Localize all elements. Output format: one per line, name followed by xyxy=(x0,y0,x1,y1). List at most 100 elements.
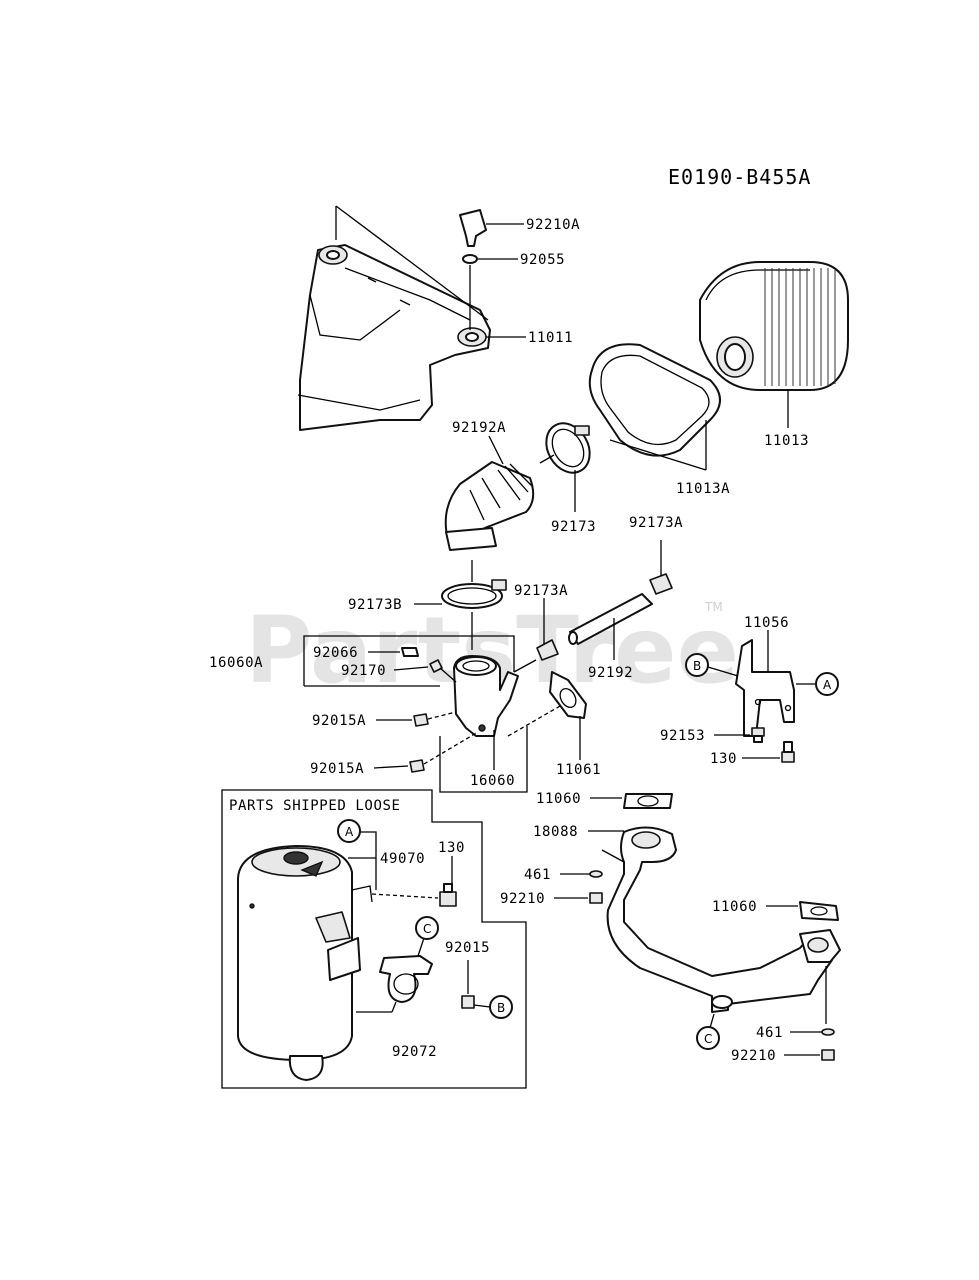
washer-461-2[interactable] xyxy=(821,1028,835,1036)
label-92066: 92066 xyxy=(313,645,358,661)
label-92173a-upper: 92173A xyxy=(629,515,683,531)
clamp-92072[interactable] xyxy=(379,955,433,1003)
clamp-92173a-mid[interactable] xyxy=(536,639,559,661)
air-cleaner-cover[interactable] xyxy=(297,244,491,431)
label-92055: 92055 xyxy=(520,252,565,268)
clamp-92173a-upper[interactable] xyxy=(649,573,673,595)
ref-a-muffler: A xyxy=(345,825,354,839)
ref-b-nut: B xyxy=(497,1001,505,1015)
label-92210a: 92210A xyxy=(526,217,580,233)
label-92192: 92192 xyxy=(588,665,633,681)
label-461-2: 461 xyxy=(756,1025,783,1041)
label-92153: 92153 xyxy=(660,728,705,744)
leader-cover-2 xyxy=(335,205,489,321)
nut-92210-2[interactable] xyxy=(821,1049,835,1061)
loose-parts-box xyxy=(221,789,527,1089)
label-130-bracket: 130 xyxy=(710,751,737,767)
assembly-bracket-bottom xyxy=(439,726,528,793)
label-11060-1: 11060 xyxy=(536,791,581,807)
ref-circle-a-bracket xyxy=(815,672,839,696)
dash-92015a-1 xyxy=(427,711,457,720)
leader-ref-c-pipe xyxy=(709,1013,715,1029)
label-92192a: 92192A xyxy=(452,420,506,436)
intake-elbow-hose[interactable] xyxy=(444,461,535,551)
label-11013a: 11013A xyxy=(676,481,730,497)
label-11056: 11056 xyxy=(744,615,789,631)
label-49070: 49070 xyxy=(380,851,425,867)
ref-circle-c-clamp xyxy=(415,916,439,940)
label-92072: 92072 xyxy=(392,1044,437,1060)
muffler-49070[interactable] xyxy=(237,845,373,1081)
label-461-1: 461 xyxy=(524,867,551,883)
leader-ref-c-clamp xyxy=(417,937,425,957)
watermark-tm: TM xyxy=(704,600,723,614)
label-130-loose: 130 xyxy=(438,840,465,856)
ref-c-clamp: C xyxy=(423,922,431,936)
breather-hose-92192[interactable] xyxy=(568,593,653,645)
ref-circle-b-bracket xyxy=(685,653,709,677)
leader-92015a-2 xyxy=(373,765,409,769)
leader-ref-b-nut xyxy=(473,1004,491,1008)
wing-nut-92210a[interactable] xyxy=(459,209,487,247)
ref-circle-c-pipe xyxy=(696,1026,720,1050)
washer-92055[interactable] xyxy=(462,254,478,264)
label-16060a: 16060A xyxy=(209,655,263,671)
nut-92210-1[interactable] xyxy=(589,892,603,904)
washer-461-1[interactable] xyxy=(589,870,603,878)
label-92015: 92015 xyxy=(445,940,490,956)
leader-92170-link xyxy=(439,667,457,683)
ref-b-bracket: B xyxy=(693,659,701,673)
gasket-11061[interactable] xyxy=(549,671,587,719)
gasket-11060-1[interactable] xyxy=(623,793,673,809)
air-filter-element[interactable] xyxy=(699,261,849,391)
leader-92072-b xyxy=(391,1001,397,1013)
label-11061: 11061 xyxy=(556,762,601,778)
label-92173b: 92173B xyxy=(348,597,402,613)
label-11011: 11011 xyxy=(528,330,573,346)
dash-130-loose xyxy=(371,893,439,899)
muffler-bracket[interactable] xyxy=(735,639,795,737)
assembly-bracket-top xyxy=(303,635,515,686)
leader-tube-link xyxy=(513,659,537,673)
pin-92066[interactable] xyxy=(401,647,419,657)
leader-92173-b xyxy=(539,454,555,464)
label-18088: 18088 xyxy=(533,824,578,840)
bolt-92153[interactable] xyxy=(751,727,765,743)
leader-11013a-a xyxy=(609,439,707,471)
diagram-code: E0190-B455A xyxy=(668,165,811,189)
label-92015a-1: 92015A xyxy=(312,713,366,729)
ref-circle-a-muffler xyxy=(337,819,361,843)
leader-ref-b-bracket xyxy=(707,666,739,677)
gasket-11060-2[interactable] xyxy=(799,901,839,921)
bolt-130-loose[interactable] xyxy=(439,883,457,907)
nut-92015a-2[interactable] xyxy=(409,759,425,773)
label-92170: 92170 xyxy=(341,663,386,679)
label-92173a-mid: 92173A xyxy=(514,583,568,599)
label-92210-1: 92210 xyxy=(500,891,545,907)
leader-ref-a-muffler xyxy=(360,831,377,890)
clamp-92173b[interactable] xyxy=(441,579,507,609)
dash-92015a-2 xyxy=(423,731,479,765)
nut-92015a-1[interactable] xyxy=(413,713,429,727)
hose-clamp-92173[interactable] xyxy=(538,415,599,480)
pre-cleaner[interactable] xyxy=(588,343,721,457)
label-92173: 92173 xyxy=(551,519,596,535)
label-11060-2: 11060 xyxy=(712,899,757,915)
label-16060: 16060 xyxy=(470,773,515,789)
leader-92170 xyxy=(393,666,429,671)
nut-92015[interactable] xyxy=(461,995,475,1009)
exhaust-pipe-18088[interactable] xyxy=(606,826,841,1013)
ref-circle-b-nut xyxy=(489,995,513,1019)
clip-92170[interactable] xyxy=(429,659,443,673)
ref-a-bracket: A xyxy=(823,678,832,692)
loose-box-title: PARTS SHIPPED LOOSE xyxy=(229,798,401,814)
leader-pipe-stud xyxy=(601,849,625,863)
ref-c-pipe: C xyxy=(704,1032,712,1046)
bolt-130-bracket[interactable] xyxy=(781,741,795,763)
dash-11061 xyxy=(507,705,561,737)
label-11013: 11013 xyxy=(764,433,809,449)
intake-manifold-16060[interactable] xyxy=(453,655,519,737)
label-92015a-2: 92015A xyxy=(310,761,364,777)
label-92210-2: 92210 xyxy=(731,1048,776,1064)
